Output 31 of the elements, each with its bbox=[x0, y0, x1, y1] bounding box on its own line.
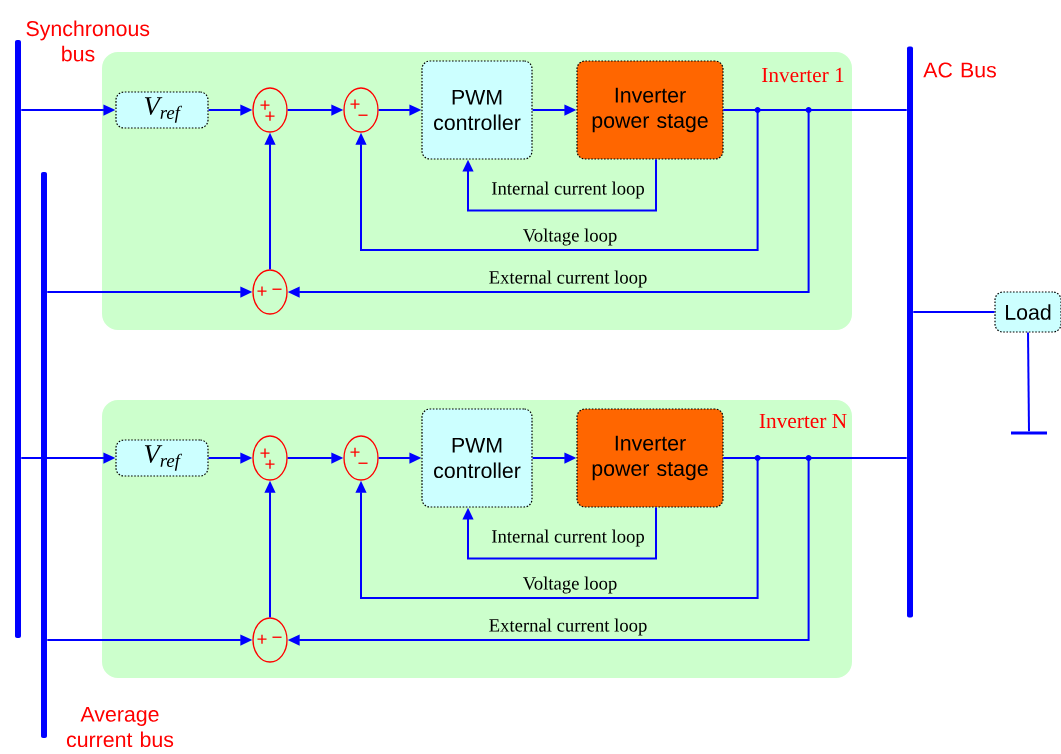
controller-box: PWM controller bbox=[421, 60, 533, 160]
summing-junction: + + bbox=[252, 435, 288, 481]
ground-bar bbox=[1011, 431, 1047, 435]
edge-label: External current loop bbox=[487, 617, 649, 637]
edge-label: Internal current loop bbox=[489, 180, 647, 200]
feedback-arrow bbox=[462, 506, 657, 560]
edge-label: Voltage loop bbox=[521, 575, 619, 595]
summing-junction: + − bbox=[252, 269, 288, 315]
bus-label: AC Bus bbox=[923, 62, 996, 78]
power-stage-box: Inverter power stage bbox=[576, 408, 724, 508]
edge-label: Voltage loop bbox=[521, 227, 619, 247]
power-stage-box: Inverter power stage bbox=[576, 60, 724, 160]
bus-label: Average current bus bbox=[66, 706, 174, 748]
feedback-arrow bbox=[355, 107, 761, 251]
reference-box: V$_{ref}$ bbox=[115, 439, 209, 477]
edge-label: External current loop bbox=[487, 269, 649, 289]
summing-junction: + + bbox=[252, 87, 288, 133]
panel-title: Inverter N bbox=[759, 413, 847, 429]
panel-title: Inverter 1 bbox=[762, 67, 844, 83]
edge-label: Internal current loop bbox=[489, 528, 647, 548]
summing-junction: + − bbox=[343, 435, 379, 481]
summing-junction: + − bbox=[252, 617, 288, 663]
load-box: Load bbox=[994, 291, 1061, 333]
controller-box: PWM controller bbox=[421, 408, 533, 508]
reference-box: V$_{ref}$ bbox=[115, 91, 209, 129]
bus-label: Synchronous bus bbox=[26, 20, 150, 62]
feedback-arrow bbox=[355, 455, 761, 599]
feedback-arrow bbox=[462, 158, 657, 212]
connection-line bbox=[1027, 331, 1030, 433]
connection-line bbox=[912, 311, 996, 313]
summing-junction: + − bbox=[343, 87, 379, 133]
